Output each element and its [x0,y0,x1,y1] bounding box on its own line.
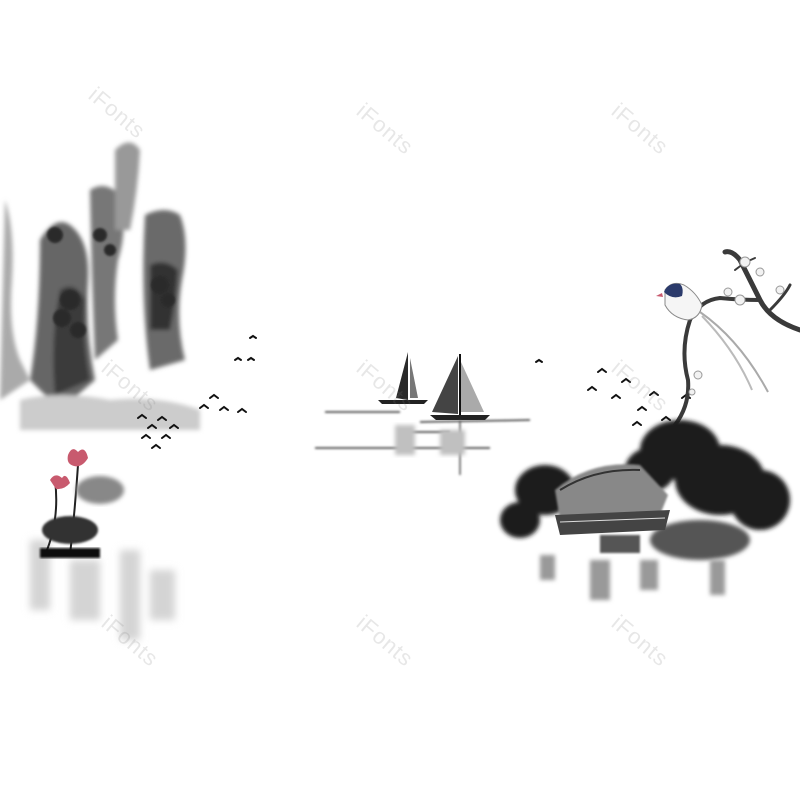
perched-bird [656,282,769,393]
right-reflection [540,555,725,600]
water-ripples [315,411,531,475]
left-reflection [30,540,175,640]
boat-reflection [395,425,465,455]
thatched-house [555,464,670,553]
bird-flock-left [137,334,257,449]
lotus-plant [40,449,124,558]
plum-branch [673,249,800,427]
left-mountain-trees [47,227,175,338]
bird-flock-right [535,358,691,426]
plum-blossoms [688,256,785,396]
sailboats [378,352,490,420]
right-trees [500,420,790,560]
left-mountains [0,142,200,430]
